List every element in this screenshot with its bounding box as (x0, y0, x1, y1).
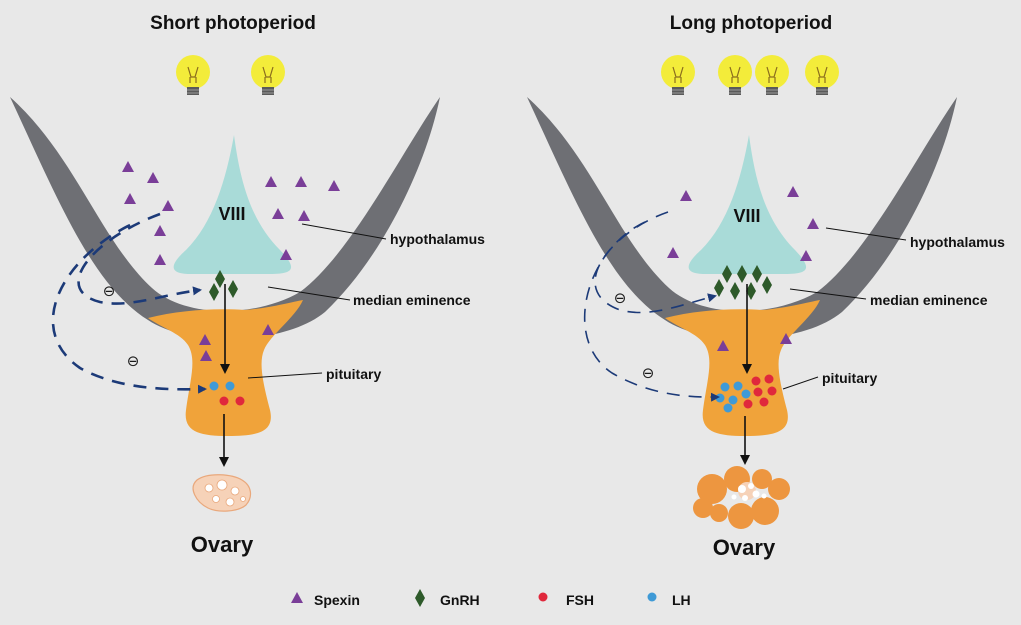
spexin-triangle (124, 193, 136, 204)
spexin-triangle (328, 180, 340, 191)
fsh-dot (751, 376, 761, 386)
lh-dot (209, 381, 219, 391)
lh-dot (741, 389, 751, 399)
feedback-arrow-hypothalamus (77, 212, 202, 305)
fsh-dot-icon (538, 592, 548, 602)
light-bulbs (660, 54, 840, 96)
feedback-arrow-pituitary (51, 223, 207, 394)
light-bulbs (175, 54, 286, 96)
lh-dot (728, 395, 738, 405)
short-photoperiod-panel: Short photoperiod VIII (10, 13, 485, 557)
ovary-label: Ovary (191, 532, 254, 557)
long-photoperiod-panel: Long photoperiod VIII (527, 13, 1005, 560)
light-bulb-icon (754, 54, 790, 96)
spexin-triangle (298, 210, 310, 221)
spexin-triangle (787, 186, 799, 197)
spexin-triangle-icon (291, 592, 303, 603)
spexin-triangle (680, 190, 692, 201)
spexin-triangle (147, 172, 159, 183)
gnrh-diamond-icon (415, 589, 425, 607)
light-bulb-icon (175, 54, 211, 96)
hormone-dots (715, 374, 777, 413)
spexin-triangle (295, 176, 307, 187)
pituitary-leader-line (247, 372, 323, 379)
legend-label-spexin: Spexin (314, 592, 360, 608)
gnrh-markers (209, 270, 238, 301)
fsh-dot (753, 387, 763, 397)
region-label: VIII (218, 204, 245, 224)
spexin-triangle (265, 176, 277, 187)
small-ovary (192, 474, 252, 512)
pituitary-label: pituitary (326, 366, 381, 382)
brain-tissue-band (10, 97, 440, 340)
hormone-dots (209, 381, 245, 406)
gnrh-diamond (714, 279, 724, 297)
gnrh-diamond (730, 282, 740, 300)
lh-dot (720, 382, 730, 392)
median-eminence-leader-line (789, 288, 867, 300)
spexin-triangle (667, 247, 679, 258)
spexin-triangle (154, 225, 166, 236)
lh-dot (733, 381, 743, 391)
pituitary-label: pituitary (822, 370, 877, 386)
lh-dot-icon (647, 592, 657, 602)
median-eminence-label: median eminence (353, 292, 471, 308)
pituitary-shape (665, 300, 820, 436)
fsh-dot (219, 396, 229, 406)
fsh-dot (767, 386, 777, 396)
gnrh-diamond (209, 283, 219, 301)
large-ovary (693, 466, 790, 529)
fsh-dot (759, 397, 769, 407)
legend-label-lh: LH (672, 592, 691, 608)
fsh-dot (235, 396, 245, 406)
hypothalamus-shape (173, 135, 292, 274)
brain-tissue-band (527, 97, 957, 340)
hypothalamus-label: hypothalamus (390, 231, 485, 247)
spexin-triangle (807, 218, 819, 229)
hypothalamus-shape (688, 135, 807, 274)
legend: Spexin GnRH FSH LH (291, 589, 691, 608)
region-label: VIII (733, 206, 760, 226)
inhibition-symbol: ⊖ (642, 365, 655, 382)
inhibition-symbol: ⊖ (127, 353, 140, 370)
lh-dot (225, 381, 235, 391)
spexin-triangle (162, 200, 174, 211)
light-bulb-icon (717, 54, 753, 96)
hypothalamus-leader-line (825, 227, 907, 241)
median-eminence-leader-line (267, 286, 351, 301)
median-eminence-label: median eminence (870, 292, 988, 308)
inhibition-symbol: ⊖ (103, 283, 116, 300)
spexin-triangle (800, 250, 812, 261)
legend-label-fsh: FSH (566, 592, 594, 608)
lh-dot (723, 403, 733, 413)
spexin-triangle (272, 208, 284, 219)
light-bulb-icon (660, 54, 696, 96)
panel-title: Short photoperiod (150, 13, 316, 34)
lh-dot (715, 393, 725, 403)
fsh-dot (743, 399, 753, 409)
legend-label-gnrh: GnRH (440, 592, 480, 608)
feedback-arrow-hypothalamus (594, 211, 717, 314)
gnrh-diamond (228, 280, 238, 298)
pituitary-leader-line (782, 376, 819, 390)
spexin-triangle (154, 254, 166, 265)
panel-title: Long photoperiod (670, 13, 833, 34)
light-bulb-icon (804, 54, 840, 96)
feedback-arrow-pituitary (583, 221, 720, 402)
light-bulb-icon (250, 54, 286, 96)
hypothalamus-label: hypothalamus (910, 234, 1005, 250)
spexin-triangle (122, 161, 134, 172)
inhibition-symbol: ⊖ (614, 290, 627, 307)
fsh-dot (764, 374, 774, 384)
gnrh-diamond (762, 276, 772, 294)
hypothalamus-leader-line (301, 223, 387, 240)
ovary-label: Ovary (713, 535, 776, 560)
